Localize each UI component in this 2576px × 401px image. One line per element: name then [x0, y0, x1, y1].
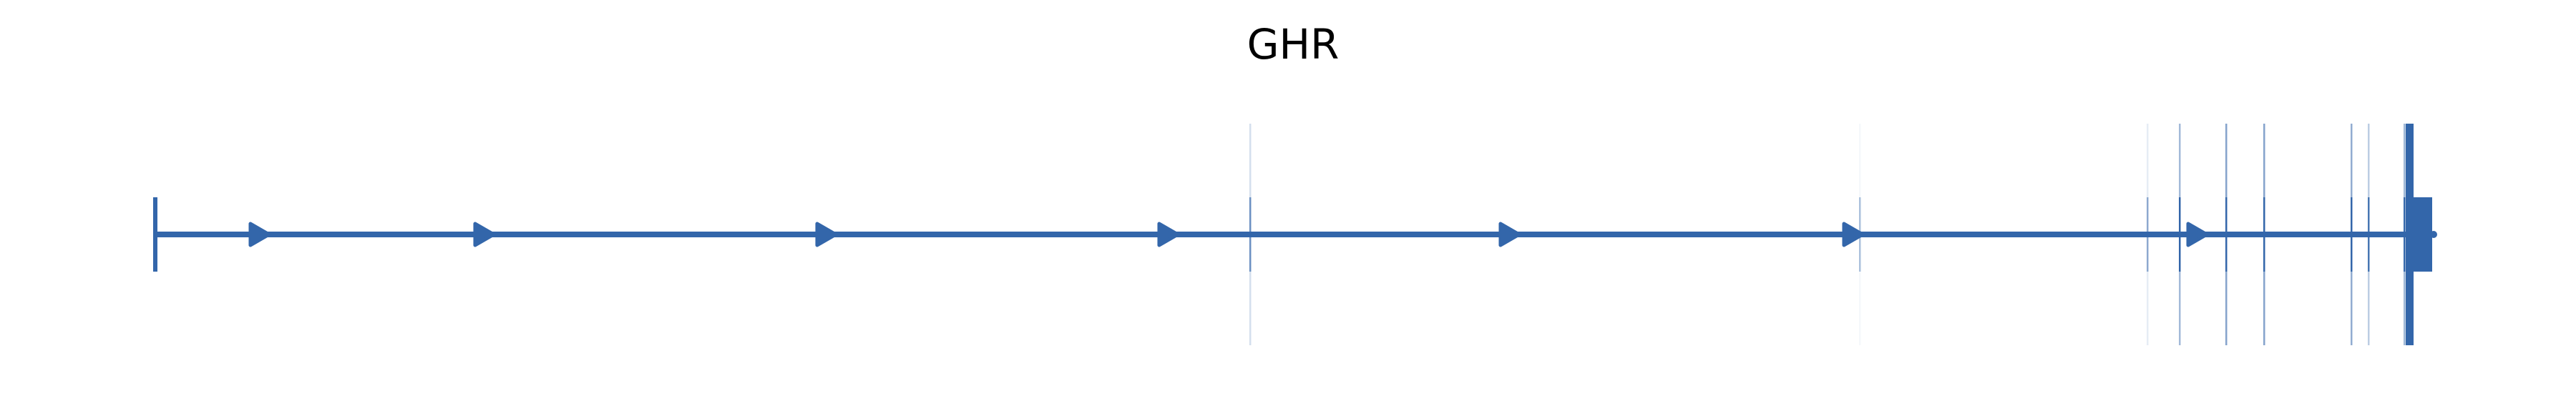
exon-last [2406, 124, 2414, 345]
transcript-start-marker [153, 197, 157, 272]
gene-title: GHR [1246, 20, 1340, 69]
exon-coding [1249, 197, 1252, 272]
exon-coding [2225, 197, 2228, 272]
strand-arrow-icon [1842, 222, 1865, 247]
exon-coding [2404, 197, 2406, 272]
exon-coding [2179, 197, 2181, 272]
exon-coding [2351, 197, 2353, 272]
transcript-end-marker [2430, 231, 2437, 238]
exon [1859, 124, 1861, 345]
strand-arrow-icon [2186, 222, 2209, 247]
exon-last-utr [2413, 197, 2432, 272]
strand-arrow-icon [1498, 222, 1521, 247]
exon-coding [2368, 197, 2370, 272]
strand-arrow-icon [815, 222, 838, 247]
exon-coding [2147, 197, 2149, 272]
strand-arrow-icon [1157, 222, 1180, 247]
strand-arrow-icon [248, 222, 271, 247]
exon-coding [2263, 197, 2265, 272]
strand-arrow-icon [473, 222, 496, 247]
exon-coding [1859, 197, 1861, 272]
